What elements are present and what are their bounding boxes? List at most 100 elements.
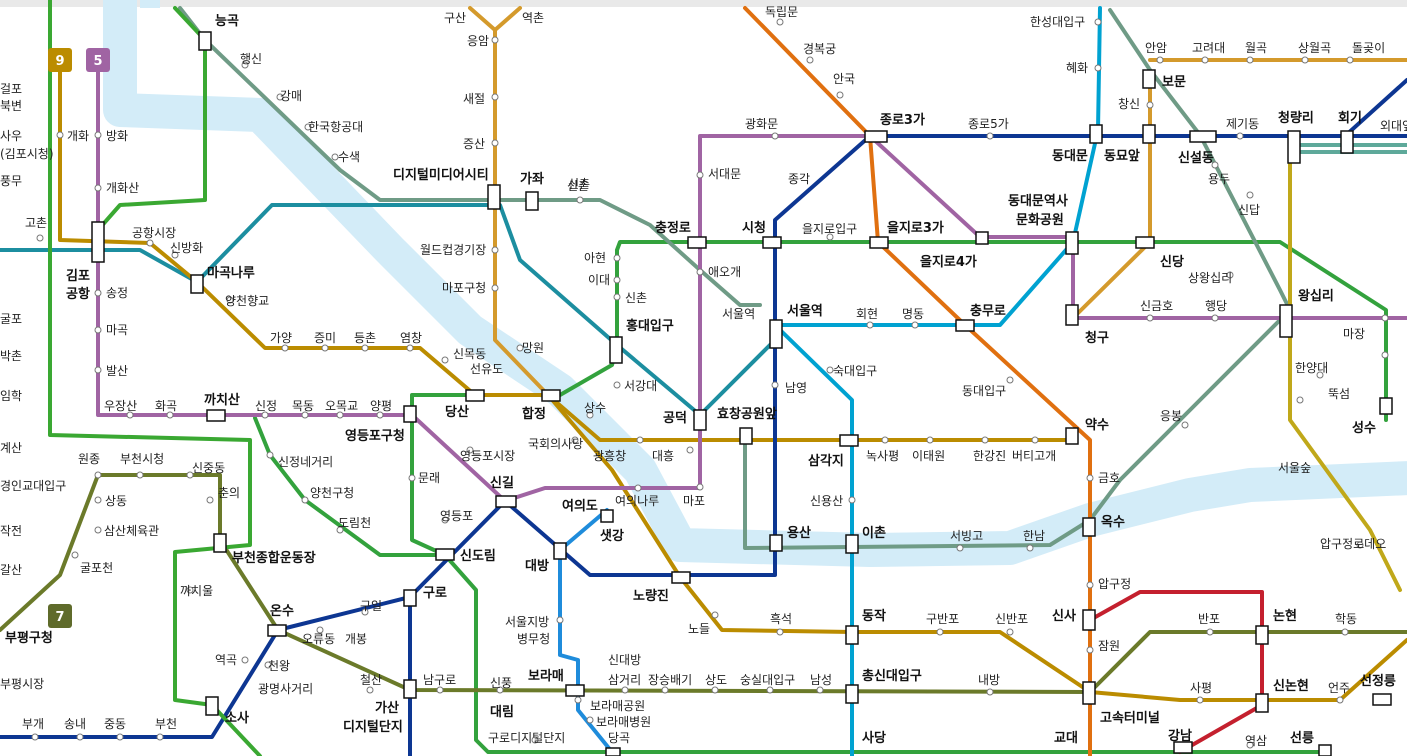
station-gyeongbok[interactable]: 경복궁 [803, 42, 836, 56]
station-apgujeong[interactable]: 압구정 [1098, 577, 1131, 591]
station-gwangmyeong[interactable]: 광명사거리 [258, 682, 313, 696]
station-dongmyo[interactable]: 동묘앞 [1104, 149, 1140, 164]
station-seoulstn-g[interactable]: 서울역 [722, 307, 755, 321]
station-gusan[interactable]: 구산 [444, 11, 466, 25]
station-geolpo-line1[interactable]: 걸포 [0, 82, 22, 96]
station-sinbanpo[interactable]: 신반포 [995, 612, 1028, 626]
station-daerim[interactable]: 대림 [490, 705, 514, 720]
station-ttukseom[interactable]: 뚝섬 [1328, 387, 1350, 401]
station-sangwolgok[interactable]: 상월곡 [1298, 41, 1331, 55]
station-susaek[interactable]: 수색 [338, 150, 360, 164]
station-bupyeong-gu[interactable]: 부평구청 [5, 630, 53, 646]
station-gangnam[interactable]: 강남 [1168, 728, 1192, 744]
station-hufs[interactable]: 외대앞 [1380, 119, 1407, 133]
station-geolpo-line2[interactable]: 북변 [0, 99, 22, 113]
station-singil[interactable]: 신길 [490, 476, 514, 491]
station-majang[interactable]: 마장 [1343, 327, 1365, 341]
station-neunggok[interactable]: 능곡 [215, 14, 239, 29]
station-hangangjin[interactable]: 한강진 [973, 449, 1006, 463]
station-cityhall[interactable]: 시청 [742, 220, 766, 236]
station-namseong[interactable]: 남성 [810, 673, 832, 687]
station-sapyeong[interactable]: 사평 [1190, 681, 1212, 695]
station-eungam[interactable]: 응암 [467, 34, 489, 48]
station-cheonggu[interactable]: 청구 [1085, 330, 1109, 346]
station-dongdaemun[interactable]: 동대문 [1052, 149, 1088, 164]
station-boramae[interactable]: 보라매 [528, 668, 564, 684]
station-bucheon-sports[interactable]: 부천종합운동장 [232, 550, 316, 566]
station-mullae[interactable]: 문래 [418, 471, 440, 485]
station-oksu[interactable]: 옥수 [1101, 514, 1125, 530]
station-cheongnyangni[interactable]: 청량리 [1278, 110, 1314, 126]
station-hanyang[interactable]: 한양대 [1295, 361, 1328, 375]
station-haengsin[interactable]: 행신 [240, 51, 262, 66]
station-jungdong[interactable]: 중동 [104, 717, 126, 731]
station-sangwang[interactable]: 상왕십리 [1188, 271, 1232, 285]
station-sinchon2[interactable]: 신촌 [567, 179, 589, 193]
station-gyeongin[interactable]: 경인교대입구 [0, 479, 66, 493]
station-gochon[interactable]: 고촌 [25, 216, 47, 230]
station-changsin[interactable]: 창신 [1118, 97, 1140, 111]
station-gaehwasan[interactable]: 개화산 [106, 181, 139, 195]
station-noksapyeong[interactable]: 녹사평 [866, 449, 899, 463]
station-dongguk[interactable]: 동대입구 [962, 384, 1006, 398]
station-dongjak[interactable]: 동작 [862, 608, 886, 624]
station-beotigogae[interactable]: 버티고개 [1012, 449, 1056, 463]
station-mapo[interactable]: 마포 [683, 494, 705, 508]
station-gimpo-line2[interactable]: 공항 [66, 286, 90, 302]
station-euljiro4[interactable]: 을지로4가 [920, 254, 977, 270]
station-seoulsup[interactable]: 서울숲 [1278, 461, 1311, 475]
station-songnae[interactable]: 송내 [64, 717, 86, 731]
station-yaksu[interactable]: 약수 [1085, 417, 1109, 433]
station-dolgoji[interactable]: 돌곶이 [1352, 41, 1385, 55]
station-seodaemun[interactable]: 서대문 [708, 167, 741, 181]
station-bomun[interactable]: 보문 [1162, 75, 1186, 90]
station-bucheon[interactable]: 부천 [155, 716, 177, 731]
line7-badge[interactable]: 7 [48, 604, 72, 628]
station-dorimcheon[interactable]: 도림천 [338, 515, 371, 530]
station-dangsan[interactable]: 당산 [445, 404, 469, 420]
station-mangwon[interactable]: 망원 [522, 341, 544, 355]
station-hangkong[interactable]: 한국항공대 [308, 120, 363, 134]
station-sangdo[interactable]: 상도 [705, 673, 727, 687]
station-yongdu[interactable]: 용두 [1208, 172, 1230, 186]
station-gaebong[interactable]: 개봉 [345, 632, 367, 646]
station-sinseol[interactable]: 신설동 [1178, 151, 1214, 166]
station-jakjeon[interactable]: 작전 [0, 524, 22, 538]
station-sindap[interactable]: 신답 [1238, 203, 1260, 217]
station-hyochang[interactable]: 효창공원앞 [717, 406, 777, 422]
station-sindaebang3-line2[interactable]: 삼거리 [608, 673, 641, 687]
station-wolgok[interactable]: 월곡 [1245, 41, 1267, 55]
station-balsan[interactable]: 발산 [106, 364, 128, 378]
station-yangpyeong[interactable]: 양평 [370, 399, 392, 413]
station-hansung[interactable]: 한성대입구 [1030, 15, 1085, 29]
station-gasan-line1[interactable]: 가산 [375, 700, 399, 716]
station-sinpung[interactable]: 신풍 [490, 676, 512, 690]
station-gubanpo[interactable]: 구반포 [926, 612, 959, 626]
station-omokgyo[interactable]: 오목교 [325, 399, 358, 413]
station-yeokchon[interactable]: 역촌 [522, 11, 544, 25]
station-sinyongsan[interactable]: 신용산 [810, 494, 843, 508]
station-byeongmu-line2[interactable]: 병무청 [517, 632, 550, 646]
station-sinnonhyeon[interactable]: 신논현 [1273, 678, 1309, 694]
station-singeumho[interactable]: 신금호 [1140, 299, 1173, 313]
station-wangsimni[interactable]: 왕십리 [1298, 288, 1334, 304]
station-mapogu[interactable]: 마포구청 [442, 281, 486, 295]
station-myeongdong[interactable]: 명동 [902, 307, 924, 321]
station-daebang[interactable]: 대방 [525, 558, 549, 574]
station-sinbanghwa[interactable]: 신방화 [170, 241, 203, 255]
station-samgakji[interactable]: 삼각지 [808, 453, 844, 469]
station-gwanghwamun[interactable]: 광화문 [745, 117, 778, 131]
station-banpo[interactable]: 반포 [1198, 612, 1220, 626]
station-sogang[interactable]: 서강대 [624, 379, 657, 393]
station-sinchon-g[interactable]: 신촌 [568, 177, 590, 191]
station-hapjeong[interactable]: 합정 [522, 406, 546, 422]
station-heukseok[interactable]: 흑석 [770, 612, 792, 626]
station-geumho[interactable]: 금호 [1098, 471, 1120, 485]
station-gulpocheon[interactable]: 굴포천 [80, 560, 113, 575]
station-gimpo-line1[interactable]: 김포 [66, 269, 90, 284]
station-gajwa[interactable]: 가좌 [520, 171, 544, 187]
station-guro-digital[interactable]: 구로디지털단지 [488, 731, 565, 745]
station-seongsu[interactable]: 성수 [1352, 421, 1376, 436]
station-anam[interactable]: 안암 [1145, 41, 1167, 55]
station-worldcup[interactable]: 월드컵경기장 [420, 243, 486, 257]
